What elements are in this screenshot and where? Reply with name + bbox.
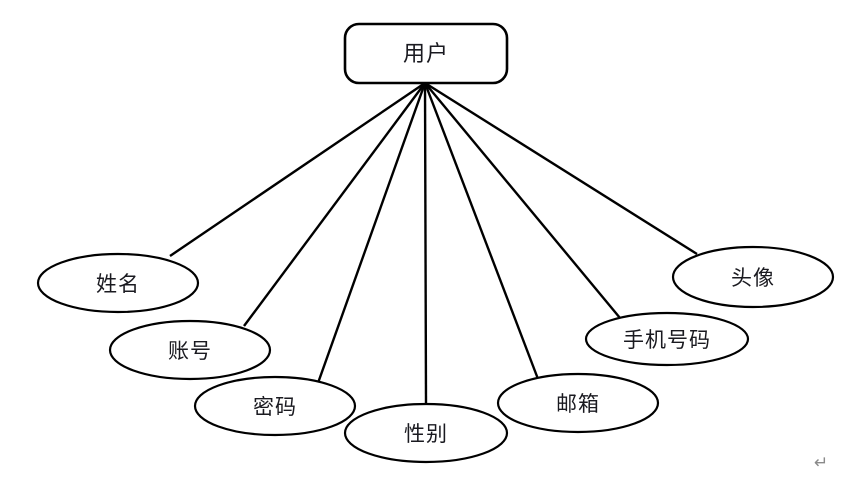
attribute-password-ellipse[interactable] [193,375,357,437]
entity-user-label: 用户 [403,42,449,67]
attribute-name-ellipse[interactable] [36,252,200,314]
connector-to-name [169,82,426,257]
entity-user-box[interactable] [343,22,509,85]
attribute-phone-label: 手机号码 [623,328,711,352]
attribute-account-label: 账号 [168,339,212,363]
attribute-email-label: 邮箱 [556,392,600,416]
attribute-email-ellipse[interactable] [496,372,660,434]
connector-to-account [243,82,426,327]
connector-to-email [423,82,540,380]
attribute-account[interactable]: 账号 [108,319,272,381]
attribute-gender-label: 性别 [404,422,448,446]
attribute-gender-ellipse[interactable] [343,402,509,464]
connector-to-password [316,82,427,384]
attribute-name-label: 姓名 [96,272,140,296]
attribute-avatar[interactable]: 头像 [671,245,835,309]
entity-user[interactable]: 用户 [343,22,509,85]
attribute-phone-ellipse[interactable] [584,311,750,367]
connector-to-phone [424,82,621,319]
connector-to-gender [423,82,428,405]
attribute-password[interactable]: 密码 [193,375,357,437]
paragraph-mark-icon: ↵ [814,453,829,473]
connector-to-avatar [424,81,698,256]
attribute-phone[interactable]: 手机号码 [584,311,750,367]
connector-group [169,81,698,405]
attribute-email[interactable]: 邮箱 [496,372,660,434]
attribute-avatar-label: 头像 [731,266,775,290]
attribute-avatar-ellipse[interactable] [671,245,835,309]
attribute-gender[interactable]: 性别 [343,402,509,464]
attribute-account-ellipse[interactable] [108,319,272,381]
attribute-name[interactable]: 姓名 [36,252,200,314]
attribute-password-label: 密码 [253,395,297,419]
